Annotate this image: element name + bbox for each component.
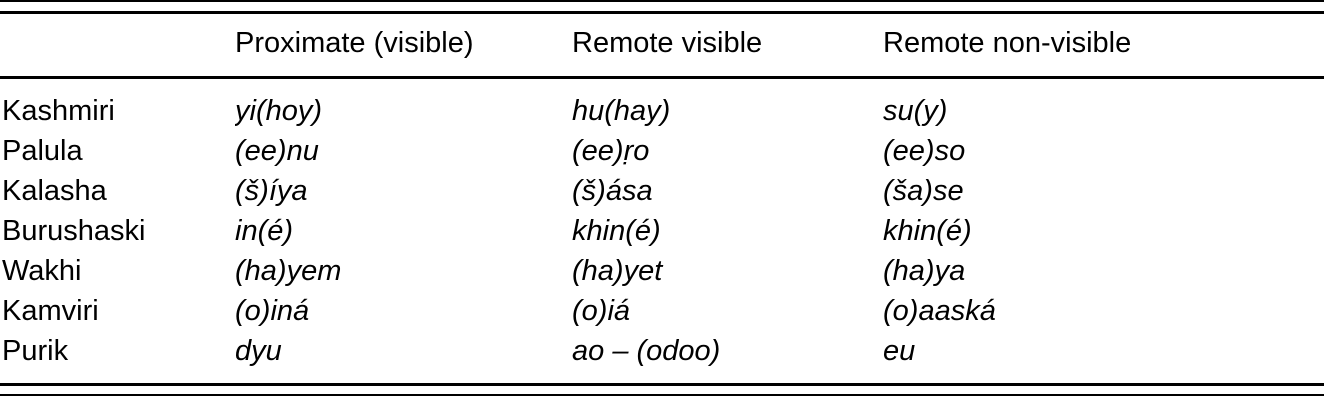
cell-remote-visible: khin(é) — [572, 215, 661, 247]
table-header: Proximate (visible) Remote visible Remot… — [0, 14, 1324, 79]
cell-remote-visible: hu(hay) — [572, 95, 671, 127]
table-row: Kalasha (š)íya (š)ása (ša)se — [0, 171, 1324, 211]
demonstratives-table: Proximate (visible) Remote visible Remot… — [0, 14, 1324, 371]
cell-language: Palula — [2, 135, 83, 167]
cell-remote-non-visible: (o)aaská — [883, 295, 996, 327]
table-row: Kamviri (o)iná (o)iá (o)aaská — [0, 291, 1324, 331]
bottom-inner-rule — [0, 383, 1324, 386]
table-row: Palula (ee)nu (ee)ṛo (ee)so — [0, 131, 1324, 171]
top-inner-rule — [0, 11, 1324, 14]
header-remote-visible: Remote visible — [572, 14, 883, 79]
cell-proximate: (ha)yem — [235, 255, 342, 287]
bottom-outer-rule — [0, 394, 1324, 396]
table-row: Kashmiri yi(hoy) hu(hay) su(y) — [0, 78, 1324, 132]
top-outer-rule — [0, 0, 1324, 2]
header-proximate-visible: Proximate (visible) — [235, 14, 572, 79]
cell-language: Kamviri — [2, 295, 99, 327]
cell-remote-visible: (ee)ṛo — [572, 135, 650, 167]
cell-remote-non-visible: eu — [883, 335, 916, 367]
cell-remote-visible: (š)ása — [572, 175, 653, 207]
header-row: Proximate (visible) Remote visible Remot… — [0, 14, 1324, 79]
cell-proximate: (o)iná — [235, 295, 310, 327]
table-row: Purik dyu ao – (odoo) eu — [0, 331, 1324, 371]
bottom-outer-rule-wrap — [0, 394, 1324, 396]
cell-remote-visible: (o)iá — [572, 295, 631, 327]
cell-remote-visible: (ha)yet — [572, 255, 663, 287]
cell-proximate: yi(hoy) — [235, 95, 323, 127]
cell-proximate: dyu — [235, 335, 282, 367]
cell-remote-non-visible: (ha)ya — [883, 255, 966, 287]
cell-remote-visible: ao – (odoo) — [572, 335, 721, 367]
header-language — [0, 14, 235, 79]
header-remote-non-visible: Remote non-visible — [883, 14, 1324, 79]
top-rule-gap — [0, 2, 1324, 11]
cell-remote-non-visible: khin(é) — [883, 215, 972, 247]
cell-remote-non-visible: (ee)so — [883, 135, 966, 167]
cell-remote-non-visible: (ša)se — [883, 175, 964, 207]
cell-language: Purik — [2, 335, 69, 367]
cell-language: Kashmiri — [2, 95, 115, 127]
cell-language: Kalasha — [2, 175, 107, 207]
cell-language: Burushaski — [2, 215, 146, 247]
table-row: Burushaski in(é) khin(é) khin(é) — [0, 211, 1324, 251]
table-body: Kashmiri yi(hoy) hu(hay) su(y) Palula (e… — [0, 78, 1324, 372]
bottom-rules — [0, 383, 1324, 386]
cell-language: Wakhi — [2, 255, 82, 287]
cell-remote-non-visible: su(y) — [883, 95, 948, 127]
cell-proximate: (ee)nu — [235, 135, 319, 167]
cell-proximate: (š)íya — [235, 175, 308, 207]
table-row: Wakhi (ha)yem (ha)yet (ha)ya — [0, 251, 1324, 291]
cell-proximate: in(é) — [235, 215, 294, 247]
